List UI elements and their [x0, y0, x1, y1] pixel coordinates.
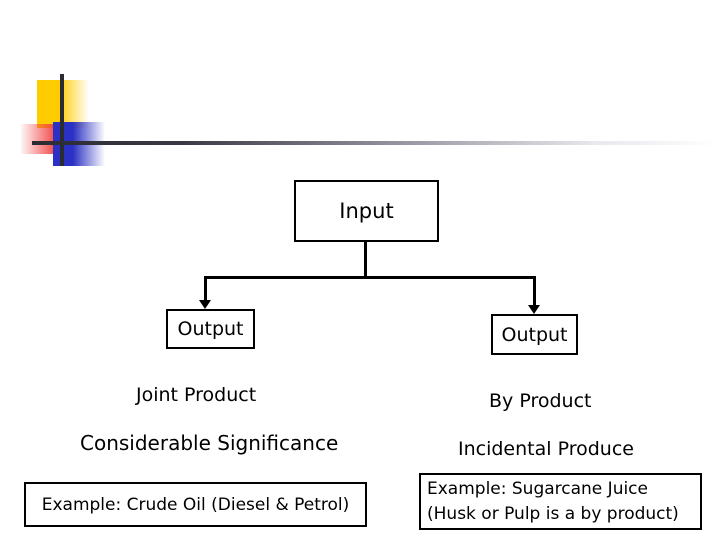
connector-horizontal-bar [204, 276, 536, 279]
example-right-line2: (Husk or Pulp is a by product) [427, 503, 679, 524]
caption-joint-product: Joint Product [136, 384, 257, 406]
example-right-line1: Example: Sugarcane Juice [427, 479, 648, 500]
connector-right-drop [533, 276, 536, 307]
node-output-left: Output [166, 309, 255, 349]
example-box-right: Example: Sugarcane Juice (Husk or Pulp i… [419, 473, 702, 530]
caption-by-product: By Product [489, 390, 592, 412]
node-output-left-label: Output [177, 318, 244, 340]
connector-input-stem [364, 242, 367, 278]
node-output-right: Output [491, 314, 578, 355]
ornament-vertical-bar [60, 74, 64, 166]
node-input-label: Input [339, 199, 394, 223]
node-input: Input [294, 180, 439, 242]
caption-incidental-produce: Incidental Produce [458, 438, 634, 460]
arrowhead-left-icon [199, 300, 211, 309]
node-output-right-label: Output [501, 323, 568, 346]
example-box-left: Example: Crude Oil (Diesel & Petrol) [24, 482, 367, 527]
arrowhead-right-icon [528, 305, 540, 314]
caption-considerable-significance: Considerable Significance [80, 431, 339, 455]
ornament-horizontal-rule [32, 141, 720, 145]
connector-left-drop [204, 276, 207, 302]
example-left-text: Example: Crude Oil (Diesel & Petrol) [41, 494, 350, 515]
